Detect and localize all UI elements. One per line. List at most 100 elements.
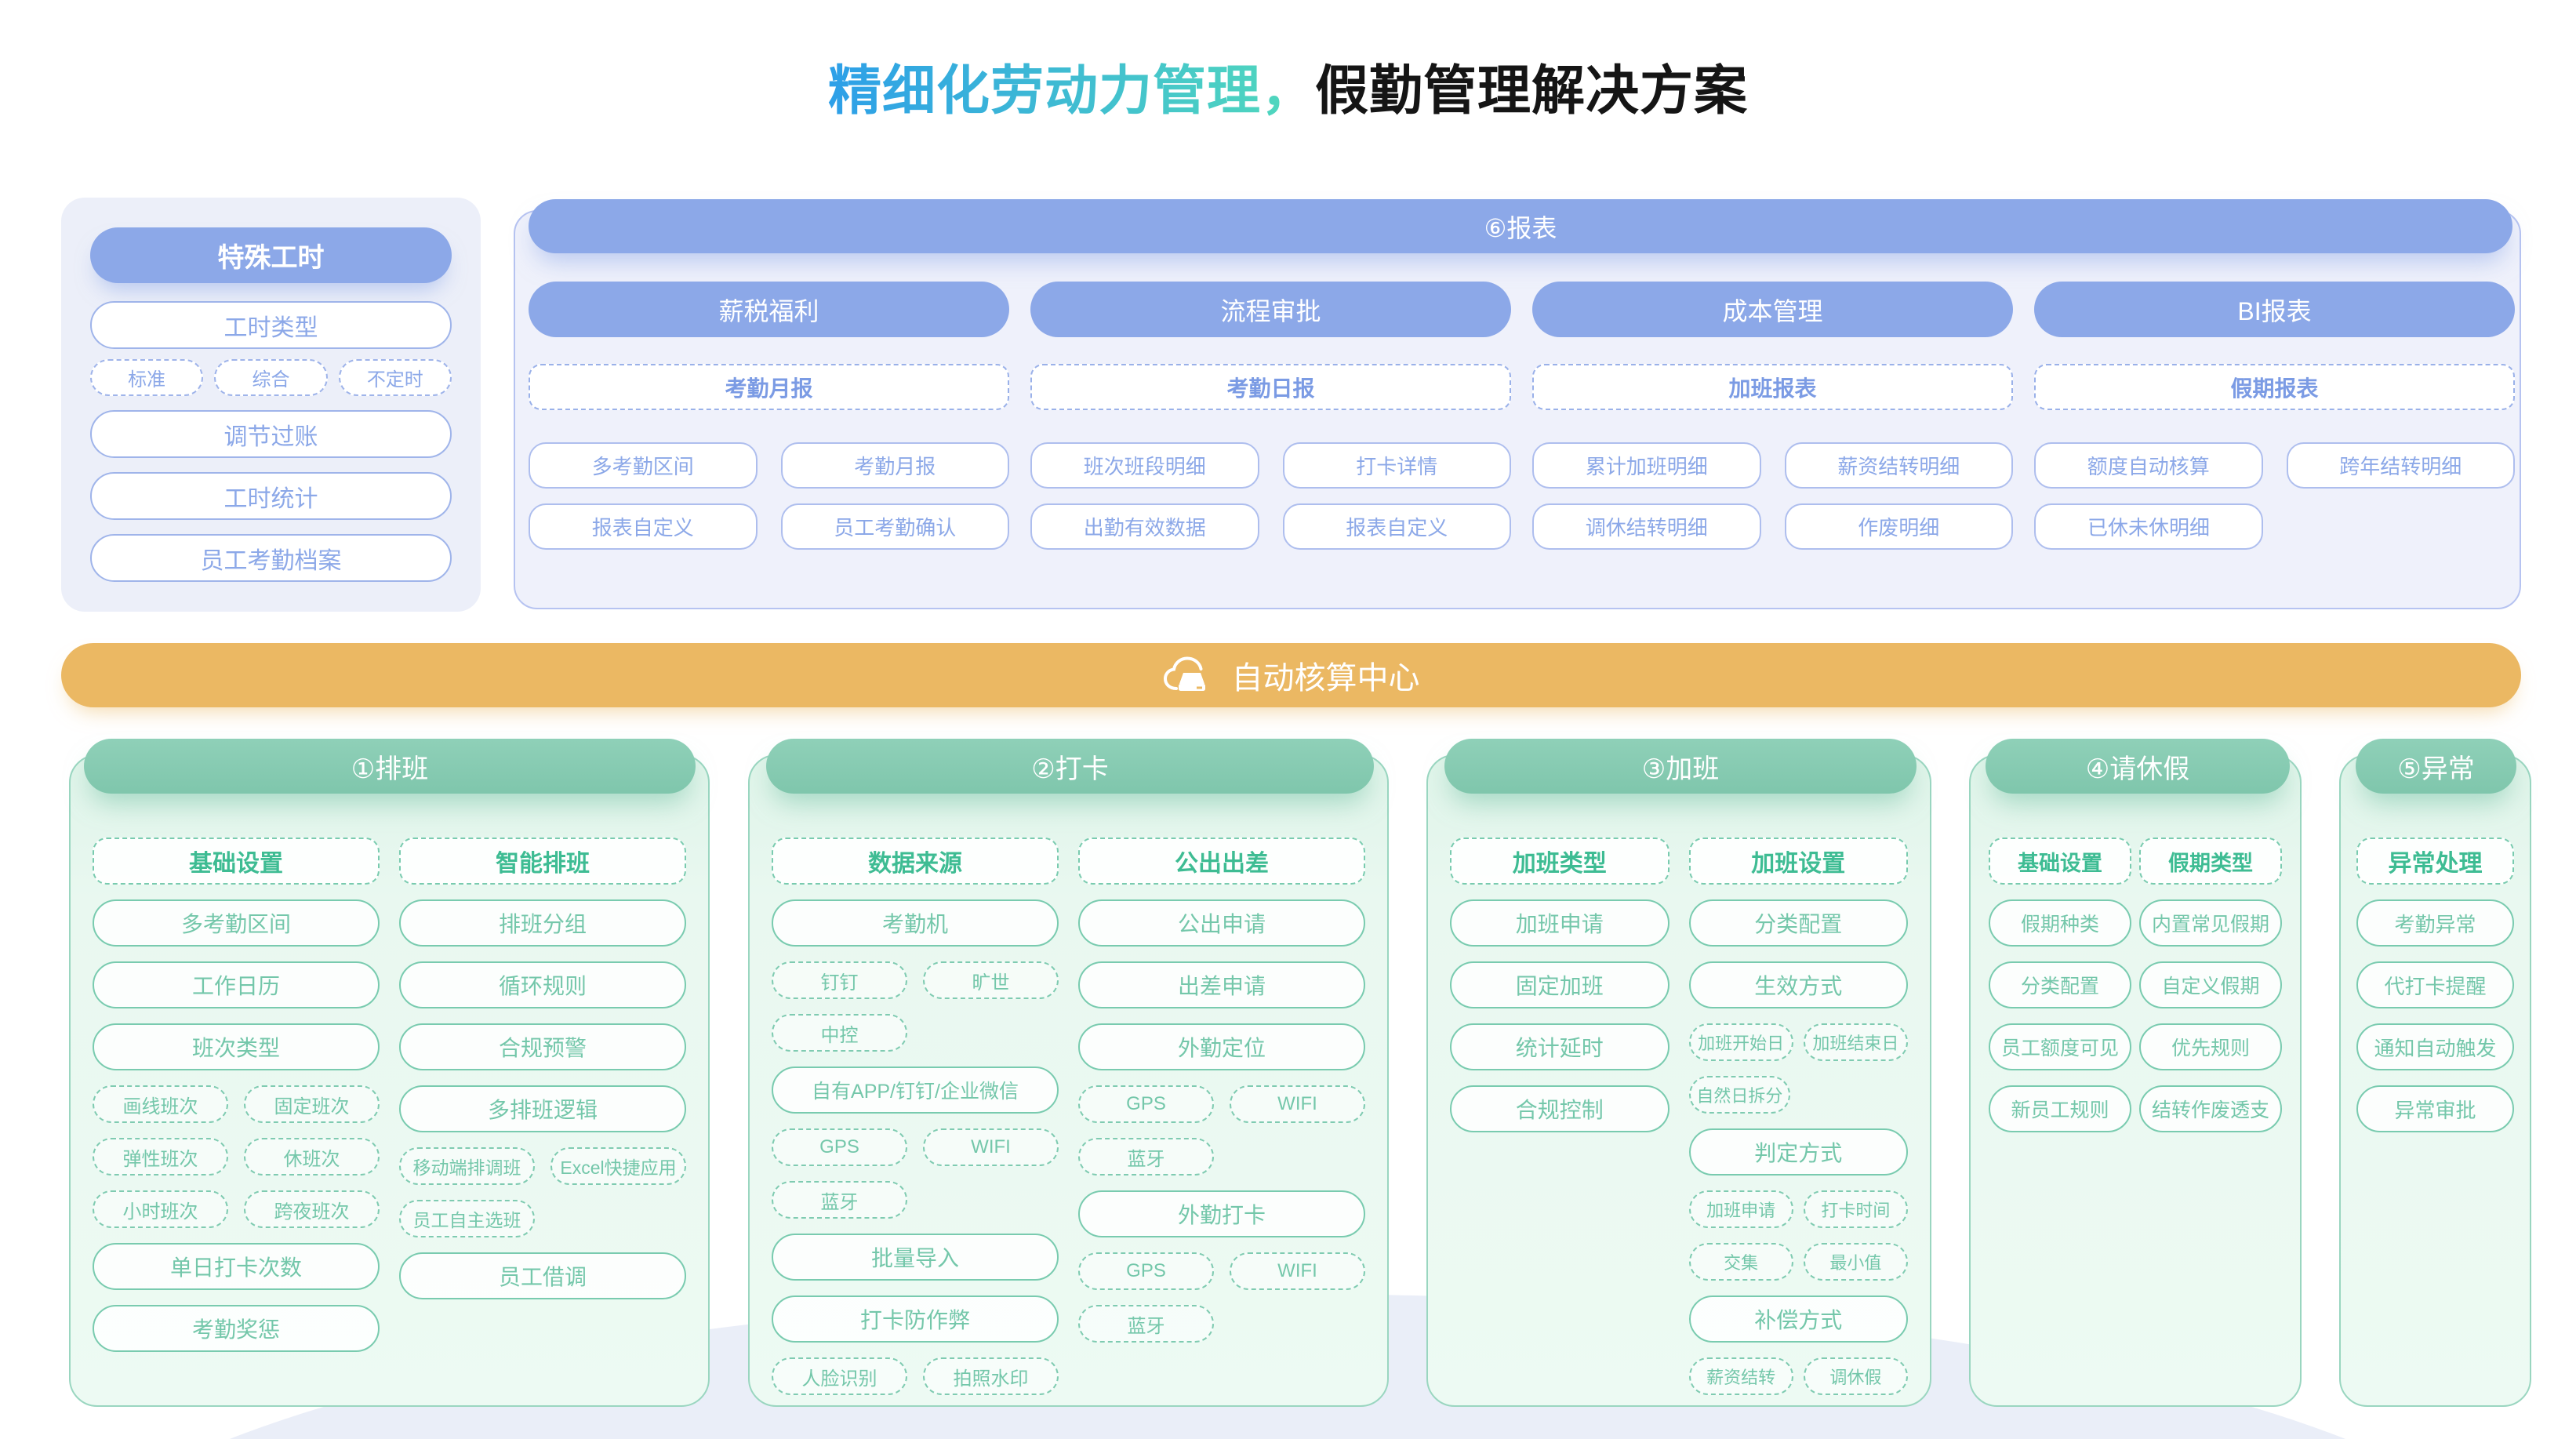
feature-pill: 补偿方式	[1688, 1295, 1908, 1343]
reports-item: 打卡详情	[1282, 442, 1511, 489]
reports-section: ⑥报表 薪税福利 考勤月报 多考勤区间 考勤月报 报表自定义 员工考勤确认 流程…	[514, 199, 2521, 609]
tag-pill: 固定班次	[244, 1085, 380, 1123]
work-hour-type-tag: 标准	[90, 359, 204, 396]
subcolumn-left: 基础设置 假期种类 分类配置 员工额度可见 新员工规则	[1989, 838, 2131, 1405]
tag-pill: 加班开始日	[1688, 1023, 1793, 1061]
subcolumn-right: 公出出差 公出申请 出差申请 外勤定位 GPS WIFI 蓝牙 外勤打卡 GPS…	[1078, 838, 1365, 1405]
tag-pill: 蓝牙	[1078, 1305, 1214, 1343]
reports-subcategory: 考勤日报	[1030, 364, 1511, 410]
feature-pill: 代打卡提醒	[2356, 961, 2514, 1008]
reports-row: 已休未休明细	[2034, 503, 2515, 550]
feature-pill: 通知自动触发	[2356, 1023, 2514, 1070]
column-body: 数据来源 考勤机 钉钉 旷世 中控 自有APP/钉钉/企业微信 GPS WIFI…	[750, 756, 1387, 1405]
group-title: 假期类型	[2139, 838, 2282, 885]
column-header: ⑤异常	[2356, 739, 2516, 794]
feature-pill: 多排班逻辑	[399, 1085, 686, 1132]
reports-item: 额度自动核算	[2034, 442, 2263, 489]
tag-row: 加班开始日 加班结束日	[1688, 1023, 1908, 1061]
tag-pill: 拍照水印	[923, 1357, 1059, 1395]
special-hours-panel: 特殊工时 工时类型 标准 综合 不定时 调节过账 工时统计 员工考勤档案	[61, 198, 481, 612]
feature-pill: 多考勤区间	[93, 899, 380, 947]
feature-pill: 固定加班	[1450, 961, 1669, 1008]
tag-pill: 休班次	[244, 1138, 380, 1176]
tag-row: 画线班次 固定班次	[93, 1085, 380, 1123]
special-hours-item: 员工考勤档案	[90, 534, 452, 582]
feature-pill: 分类配置	[1989, 961, 2131, 1008]
subcolumn-right: 假期类型 内置常见假期 自定义假期 优先规则 结转作废透支	[2139, 838, 2282, 1405]
feature-pill: 自定义假期	[2139, 961, 2282, 1008]
tag-row: 移动端排调班 Excel快捷应用	[399, 1147, 686, 1185]
tag-row: 弹性班次 休班次	[93, 1138, 380, 1176]
tag-row: 交集 最小值	[1688, 1243, 1908, 1281]
feature-pill: 合规控制	[1450, 1085, 1669, 1132]
tag-pill: 打卡时间	[1803, 1190, 1908, 1228]
special-hours-item: 工时统计	[90, 472, 452, 520]
tag-row: 自然日拆分	[1688, 1076, 1909, 1114]
column-clock-in: ②打卡 数据来源 考勤机 钉钉 旷世 中控 自有APP/钉钉/企业微信 GPS …	[748, 739, 1389, 1407]
tag-row: 蓝牙	[1078, 1138, 1365, 1176]
tag-pill: 蓝牙	[772, 1181, 907, 1219]
column-header: ③加班	[1444, 739, 1917, 794]
feature-pill: 假期种类	[1989, 899, 2131, 947]
feature-pill: 生效方式	[1688, 961, 1908, 1008]
tag-pill: 画线班次	[93, 1085, 228, 1123]
reports-row: 报表自定义 员工考勤确认	[529, 503, 1009, 550]
reports-column-header: 流程审批	[1030, 282, 1511, 337]
reports-item: 报表自定义	[1282, 503, 1511, 550]
feature-pill: 考勤奖惩	[93, 1305, 380, 1352]
feature-pill: 新员工规则	[1989, 1085, 2131, 1132]
group-title: 基础设置	[1989, 838, 2131, 885]
subcolumn-left: 基础设置 多考勤区间 工作日历 班次类型 画线班次 固定班次 弹性班次 休班次 …	[93, 838, 380, 1405]
feature-pill: 出差申请	[1078, 961, 1365, 1008]
reports-item: 多考勤区间	[529, 442, 758, 489]
reports-column-payroll: 薪税福利 考勤月报 多考勤区间 考勤月报 报表自定义 员工考勤确认	[529, 282, 1009, 550]
feature-pill: 打卡防作弊	[772, 1295, 1059, 1343]
tag-row: 钉钉 旷世	[772, 961, 1059, 999]
tag-pill: 旷世	[923, 961, 1059, 999]
reports-row: 出勤有效数据 报表自定义	[1030, 503, 1511, 550]
title-rest: 假勤管理解决方案	[1315, 60, 1749, 121]
reports-column-cost: 成本管理 加班报表 累计加班明细 薪资结转明细 调休结转明细 作废明细	[1532, 282, 2013, 550]
tag-row: 蓝牙	[772, 1181, 1059, 1219]
reports-column-header: 成本管理	[1532, 282, 2013, 337]
feature-pill: 异常审批	[2356, 1085, 2514, 1132]
tag-pill: 小时班次	[93, 1190, 228, 1228]
tag-pill: 中控	[772, 1014, 907, 1052]
column-header: ④请休假	[1986, 739, 2290, 794]
feature-pill: 员工借调	[399, 1252, 686, 1299]
subcolumn-single: 异常处理 考勤异常 代打卡提醒 通知自动触发 异常审批	[2356, 838, 2514, 1405]
feature-pill: 循环规则	[399, 961, 686, 1008]
tag-row: 员工自主选班	[399, 1200, 686, 1237]
group-title: 智能排班	[399, 838, 686, 885]
auto-calc-bar: 自动核算中心	[61, 643, 2521, 707]
tag-row: GPS WIFI	[772, 1128, 1059, 1166]
column-header: ②打卡	[766, 739, 1374, 794]
feature-pill: 班次类型	[93, 1023, 380, 1070]
group-title: 数据来源	[772, 838, 1059, 885]
tag-pill: 弹性班次	[93, 1138, 228, 1176]
special-hours-item: 调节过账	[90, 410, 452, 458]
feature-pill: 自有APP/钉钉/企业微信	[772, 1067, 1059, 1114]
tag-row: GPS WIFI	[1078, 1085, 1365, 1123]
tag-pill: GPS	[1078, 1085, 1214, 1123]
tag-pill: 调休假	[1803, 1357, 1908, 1395]
group-title: 基础设置	[93, 838, 380, 885]
reports-item: 考勤月报	[780, 442, 1009, 489]
tag-pill: 员工自主选班	[399, 1200, 535, 1237]
reports-subcategory: 加班报表	[1532, 364, 2013, 410]
tag-row: 薪资结转 调休假	[1688, 1357, 1908, 1395]
reports-subcategory: 假期报表	[2034, 364, 2515, 410]
reports-item: 累计加班明细	[1532, 442, 1761, 489]
tag-pill: 自然日拆分	[1688, 1076, 1791, 1114]
column-exception: ⑤异常 异常处理 考勤异常 代打卡提醒 通知自动触发 异常审批	[2339, 739, 2531, 1407]
tag-pill: WIFI	[923, 1128, 1059, 1166]
reports-row: 调休结转明细 作废明细	[1532, 503, 2013, 550]
tag-row: 蓝牙	[1078, 1305, 1365, 1343]
feature-pill: 公出申请	[1078, 899, 1365, 947]
reports-column-header: 薪税福利	[529, 282, 1009, 337]
special-hours-item: 工时类型	[90, 301, 452, 349]
reports-row: 额度自动核算 跨年结转明细	[2034, 442, 2515, 489]
reports-item: 跨年结转明细	[2286, 442, 2515, 489]
tag-pill: 最小值	[1803, 1243, 1908, 1281]
